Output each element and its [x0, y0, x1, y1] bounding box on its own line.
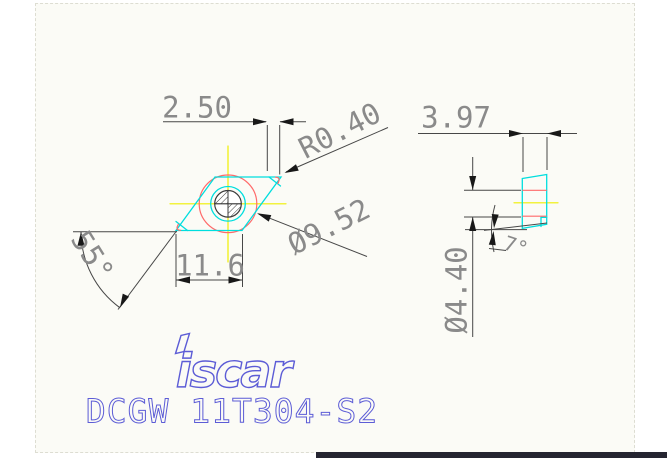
- insert-outline: [174, 176, 283, 232]
- bottom-window-edge: [316, 452, 667, 458]
- drawing-canvas: [35, 3, 635, 453]
- iscar-logo: iscar: [175, 343, 293, 398]
- side-view-arrows: [469, 130, 561, 246]
- side-view-insert: [513, 173, 559, 230]
- side-profile: [521, 173, 548, 230]
- logo-diamond-icon: [174, 332, 191, 355]
- dim-thickness-label: 3.97: [421, 100, 491, 135]
- side-view-dimensions: [418, 133, 577, 337]
- part-number-label: DCGW 11T304-S2: [85, 391, 379, 431]
- center-hole: [214, 189, 242, 218]
- inscribed-circle: [198, 174, 258, 234]
- dim-tip-width-label: 2.50: [162, 90, 232, 125]
- nose-radius-marks: [176, 176, 280, 231]
- dim-hole-diameter-label: Ø4.40: [439, 246, 474, 334]
- front-view-arrows: [77, 118, 299, 308]
- side-hole-lines: [522, 189, 547, 217]
- dim-edge-length-label: 11.6: [175, 248, 245, 283]
- front-view-insert: [169, 145, 287, 263]
